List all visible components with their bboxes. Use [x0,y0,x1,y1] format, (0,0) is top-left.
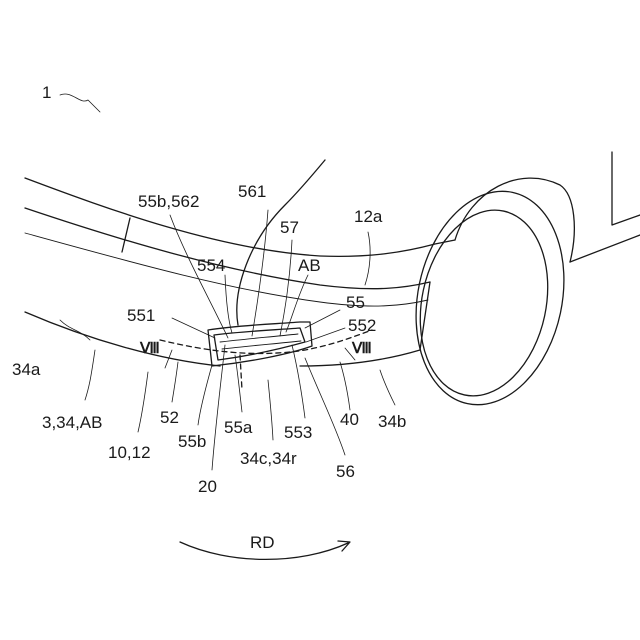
label-55b: 55b [178,432,206,451]
label-20: 20 [198,477,217,496]
body-window-line [612,152,640,225]
label-561: 561 [238,182,266,201]
label-AB: AB [298,256,321,275]
leader-40 [340,362,350,410]
labels: 1 561 55b,562 57 12a 554 AB 55 551 552 Ⅷ… [12,83,406,552]
sensor-window-line-1 [220,334,298,342]
leader-55b [198,365,212,425]
leader-55 [305,310,340,328]
label-552: 552 [348,316,376,335]
label-56: 56 [336,462,355,481]
leader-554 [225,275,232,333]
label-34b: 34b [378,412,406,431]
section-mark-left: Ⅷ [139,341,160,357]
label-551: 551 [127,306,155,325]
leader-34b [380,370,395,405]
leader-52 [172,362,178,402]
leader-12a [365,232,370,285]
label-55: 55 [346,293,365,312]
leader-3-34-AB [85,350,95,400]
bumper-lower-edge [25,312,220,366]
section-mark-right: Ⅷ [351,341,372,357]
leader-552 [306,328,345,342]
label-554: 554 [197,256,225,275]
tire-outer [397,177,583,418]
label-10-12: 10,12 [108,443,151,462]
leader-34a [60,320,90,340]
label-55b-562: 55b,562 [138,192,199,211]
label-57: 57 [280,218,299,237]
label-1: 1 [42,83,51,102]
leader-10-12 [138,372,148,432]
sensor-window-line-2 [222,341,301,349]
leader-20 [212,345,225,470]
leader-1 [60,94,100,112]
wheel [397,152,640,419]
label-3-34-AB: 3,34,AB [42,413,103,432]
leader-551 [172,318,215,338]
label-553: 553 [284,423,312,442]
leader-34c-34r [268,380,273,440]
sensor-center-dashed-line [240,355,242,390]
label-52: 52 [160,408,179,427]
label-55a: 55a [224,418,253,437]
label-RD: RD [250,533,275,552]
leader-AB [286,275,308,332]
body-rear-line [570,235,640,262]
tire-inner [404,198,564,408]
label-12a: 12a [354,207,383,226]
wheel-arch [455,178,574,262]
label-34c-34r: 34c,34r [240,449,297,468]
grille-divider [122,218,130,252]
sensor-bezel-inner [214,328,305,360]
label-40: 40 [340,410,359,429]
label-34a: 34a [12,360,41,379]
section-line [160,330,372,354]
leader-55b562 [170,215,228,338]
leader-553 [292,345,305,418]
